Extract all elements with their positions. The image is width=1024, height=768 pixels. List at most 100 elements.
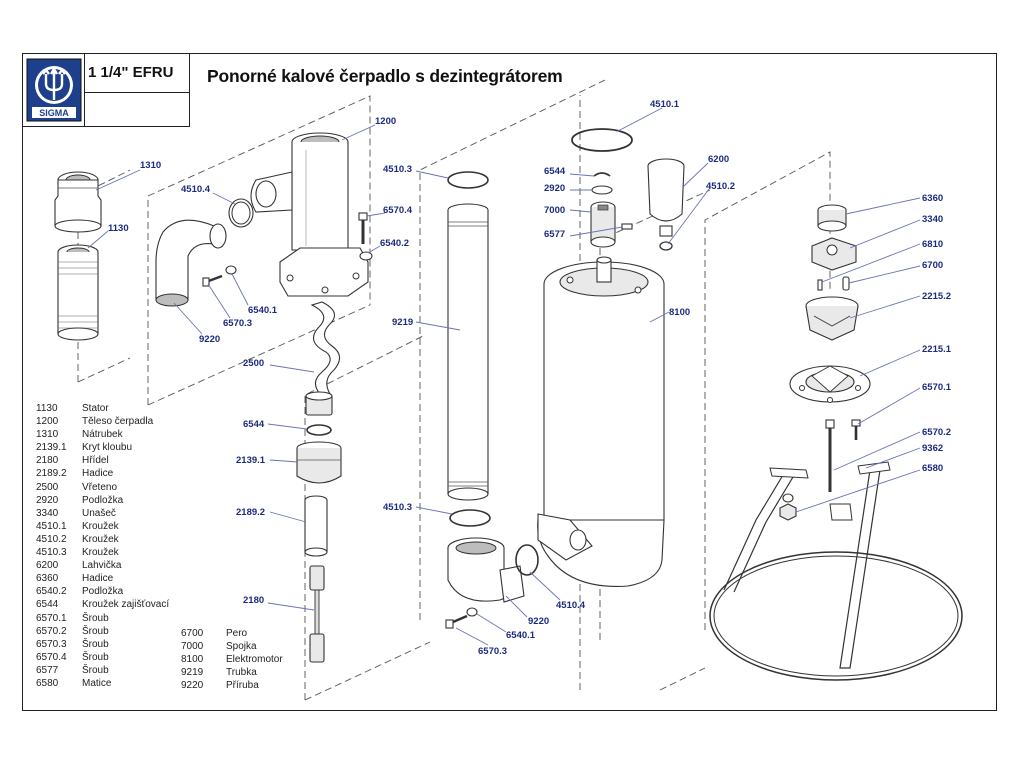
label-9220-left: 9220 — [199, 334, 220, 345]
legend-name: Trubka — [226, 667, 257, 679]
legend-code: 7000 — [181, 641, 204, 653]
part-1130-stator — [57, 244, 99, 341]
part-6200-lahvicka — [647, 158, 685, 237]
legend-code: 6570.1 — [36, 612, 67, 624]
legend-code: 3340 — [36, 507, 59, 519]
part-labels: 1310 1130 4510.4 1200 6570.4 6540.2 6540… — [108, 99, 952, 657]
label-2500: 2500 — [243, 358, 264, 369]
label-6570-1: 6570.1 — [922, 382, 952, 393]
legend-code: 4510.2 — [36, 533, 67, 545]
legend-name: Podložka — [82, 586, 124, 598]
label-6570-4: 6570.4 — [383, 205, 413, 216]
part-8100-elektromotor — [537, 256, 665, 587]
legend-code: 1310 — [36, 429, 59, 441]
legend-name: Nátrubek — [82, 429, 123, 441]
legend-name: Šroub — [82, 651, 109, 663]
legend-row: 1130 Stator — [36, 402, 180, 415]
legend-code: 1200 — [36, 416, 59, 428]
legend-row: 2920 Podložka — [36, 494, 180, 507]
legend-name: Těleso čerpadla — [82, 416, 154, 428]
part-9220-priruba-center — [447, 537, 525, 603]
label-6540-2: 6540.2 — [380, 238, 409, 249]
legend-code: 6544 — [36, 599, 59, 611]
legend-row: 7000 Spojka — [181, 640, 283, 653]
part-6544-circlip-left — [306, 424, 332, 436]
part-2215-2-knife — [805, 296, 859, 341]
legend-name: Kroužek — [82, 520, 119, 532]
legend-row: 9219 Trubka — [181, 666, 283, 679]
part-2920-podlozka — [591, 185, 613, 195]
label-6540-1-center: 6540.1 — [506, 630, 536, 641]
label-2189-2: 2189.2 — [236, 507, 265, 518]
label-6580: 6580 — [922, 463, 943, 474]
legend-code: 4510.1 — [36, 520, 67, 532]
part-6580-matice — [779, 493, 797, 521]
label-7000: 7000 — [544, 205, 565, 216]
part-4510-3-ring-top — [447, 171, 489, 189]
label-6570-3-left: 6570.3 — [223, 318, 252, 329]
legend-name: Hadice — [82, 573, 114, 585]
label-9219: 9219 — [392, 317, 413, 328]
legend-name: Pero — [226, 628, 248, 639]
legend-code: 6700 — [181, 628, 204, 639]
title-block — [22, 53, 190, 127]
legend-code: 6570.2 — [36, 625, 67, 637]
label-1130: 1130 — [108, 223, 129, 234]
part-9219-trubka — [447, 203, 489, 501]
legend-name: Kroužek — [82, 547, 119, 559]
legend-name: Stator — [82, 403, 109, 414]
part-4510-1-ring — [571, 128, 633, 152]
part-4510-3-ring-bottom — [449, 509, 491, 527]
title-block-rule — [84, 92, 190, 93]
label-6360: 6360 — [922, 193, 943, 204]
part-6570-4-bolt — [358, 212, 368, 244]
legend-code: 2180 — [36, 455, 59, 467]
legend-row: 1310 Nátrubek — [36, 428, 180, 441]
legend-name: Příruba — [226, 680, 259, 692]
part-6570-1-bolt — [851, 419, 861, 440]
label-6570-2: 6570.2 — [922, 427, 951, 438]
legend-name: Spojka — [226, 641, 257, 653]
part-6570-3-bolt-left — [202, 274, 223, 287]
part-4510-4-ring-center — [515, 544, 539, 576]
label-8100: 8100 — [669, 307, 690, 318]
part-4510-2-ring — [659, 241, 673, 251]
legend-name: Podložka — [82, 494, 124, 506]
leader-lines — [87, 107, 921, 646]
legend-code: 6200 — [36, 560, 59, 572]
label-6540-1-left: 6540.1 — [248, 305, 278, 316]
part-6810-pin — [817, 279, 823, 291]
label-6570-3-center: 6570.3 — [478, 646, 507, 657]
legend-name: Šroub — [82, 638, 109, 650]
label-6200: 6200 — [708, 154, 729, 165]
legend-code: 2920 — [36, 494, 59, 506]
drawing-frame — [22, 53, 997, 711]
part-9362-stand — [709, 461, 963, 681]
legend-row: 6700 Pero — [181, 627, 283, 640]
legend-code: 6540.2 — [36, 586, 67, 598]
label-6544-right: 6544 — [544, 166, 566, 177]
legend-name: Kryt kloubu — [82, 442, 133, 454]
legend-name: Šroub — [82, 664, 109, 676]
label-9362: 9362 — [922, 443, 943, 454]
legend-code: 1130 — [36, 403, 58, 414]
part-2500-vreteno — [305, 301, 341, 416]
label-4510-3-top: 4510.3 — [383, 164, 412, 175]
legend-row: 6540.2 Podložka — [36, 585, 180, 598]
brand-name: SIGMA — [39, 108, 69, 118]
legend-name: Lahvička — [82, 560, 122, 572]
legend-code: 9219 — [181, 667, 204, 679]
legend-name: Kroužek — [82, 533, 119, 545]
label-4510-4-left: 4510.4 — [181, 184, 211, 195]
part-6570-2-bolt — [825, 419, 835, 492]
